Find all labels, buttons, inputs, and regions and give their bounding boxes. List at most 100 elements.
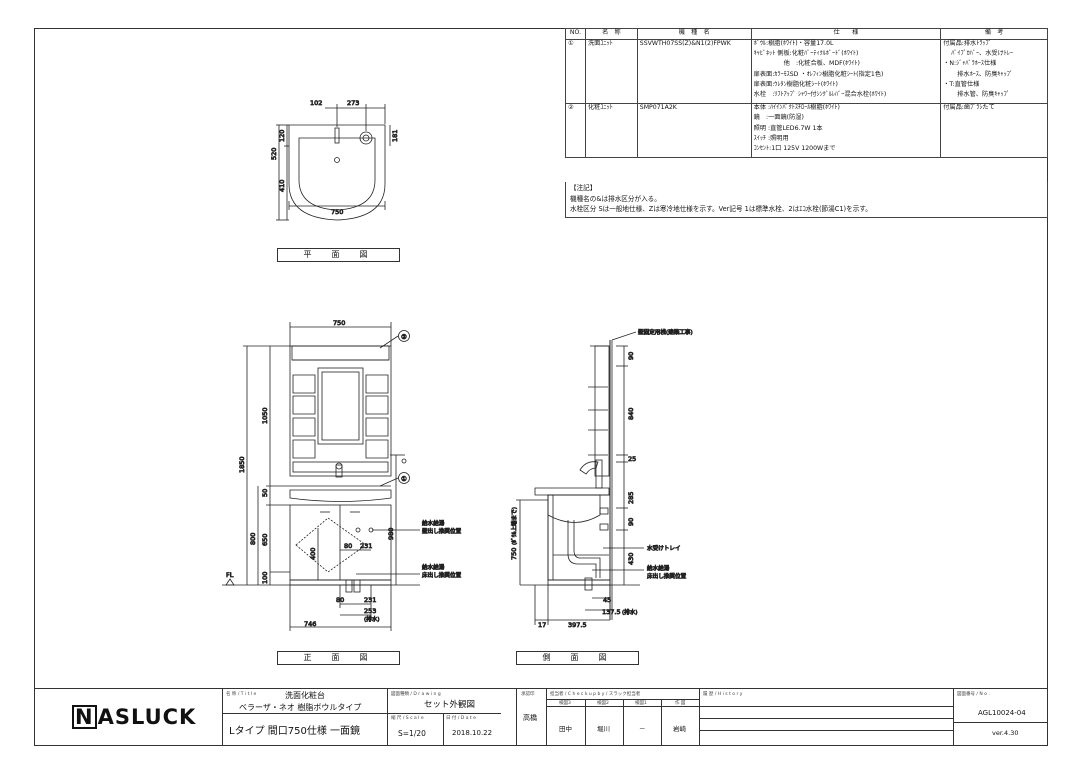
callout-1-label: ①	[401, 475, 407, 483]
check-header: 検図1	[635, 701, 647, 706]
divider	[954, 722, 1048, 723]
front-note-b1: 給水給湯	[422, 563, 445, 571]
spec-no: ①	[565, 38, 586, 105]
side-dim-90: 90	[627, 352, 635, 360]
divider	[388, 713, 501, 714]
front-lower-panel	[292, 461, 389, 473]
history-cell: 履 歴 / H i s t o r y	[699, 689, 953, 746]
scale-value: S=1/20	[398, 729, 426, 738]
front-vanity-cabinet	[289, 504, 392, 581]
spec-line: 水栓 :ﾘﾌﾄｱｯﾌﾟ ｼｬﾜｰ付ｼﾝｸﾞﾙﾚﾊﾞｰ混合水栓(ﾎﾜｲﾄ)	[753, 90, 887, 98]
front-floor-pipe	[345, 579, 353, 593]
front-dim-80: 80	[336, 596, 344, 604]
side-view	[516, 331, 644, 625]
drawing-number-cell: 図面番号 / N o . AGL10024-04 ver.4.30	[953, 689, 1048, 746]
divider	[661, 699, 662, 746]
spec-line: 扉表面:ｶﾗｰﾓｽSD ・ｵﾚﾌｨﾝ樹脂化粧ｼｰﾄ(指定1色)	[753, 70, 884, 78]
front-view	[222, 322, 420, 631]
side-dim-750: 750	[510, 548, 518, 560]
plan-view-label: 平 面 図	[277, 248, 400, 262]
side-door	[547, 494, 554, 581]
front-view-label: 正 面 図	[277, 651, 400, 665]
side-supply-mark	[401, 458, 407, 464]
front-faucet-head	[335, 462, 343, 470]
title-caption: 名 称 / T i t l e	[226, 692, 257, 697]
plan-dim-410: 410	[278, 180, 286, 192]
side-dim-750-note: (ﾎﾞｳﾙ上端まで)	[510, 507, 518, 545]
plan-dim-750: 750	[331, 208, 343, 216]
plan-view	[276, 104, 391, 221]
front-dim-231-inner: 231	[360, 542, 372, 550]
front-dim-80-inner: 80	[344, 542, 352, 550]
date-value: 2018.10.22	[452, 729, 493, 737]
front-dim-980: 980	[387, 528, 395, 540]
drawing-number: AGL10024-04	[978, 709, 1026, 717]
notes-line: 機種名の&は排水区分が入る。	[570, 194, 661, 203]
side-dim-840: 840	[627, 408, 635, 420]
remark-line: ﾊﾟｲﾌﾟｶﾊﾞｰ、水受けﾄﾚｰ	[951, 50, 1014, 58]
front-mirror	[317, 367, 364, 445]
side-dim-25: 25	[628, 455, 636, 463]
remark-line: 排水ﾎｰｽ、防臭ｷｬｯﾌﾟ	[957, 70, 1013, 78]
side-dim-haisui: (排水)	[622, 608, 638, 616]
drawing-caption: 図面種類 / D r a w i n g	[391, 692, 441, 697]
front-supply-left	[355, 527, 361, 533]
version: ver.4.30	[992, 729, 1019, 737]
plan-counter-outline	[288, 124, 386, 221]
remark-line: ・T:直管仕様	[943, 80, 980, 88]
side-dim-90-lower: 90	[627, 518, 635, 526]
title-cell: 名 称 / T i t l e 洗面化粧台 ベラーザ・ネオ 樹脂ボウルタイプ L…	[222, 689, 387, 746]
plan-faucet-head	[359, 131, 373, 145]
side-bowl	[547, 494, 601, 523]
side-note-wall: 壁固定用桟(建築工事)	[638, 328, 693, 336]
front-dim-750: 750	[333, 319, 345, 327]
spec-model: SSVWTH07SS(Z)&N1(2)FPWK	[636, 38, 752, 105]
front-dim-800: 800	[249, 533, 257, 545]
front-plinth	[289, 579, 392, 586]
spec-name: 化粧ﾕﾆｯﾄ	[584, 103, 638, 159]
front-dim-400: 400	[309, 548, 317, 560]
side-dim-397: 397.5	[568, 621, 587, 629]
front-dim-50: 50	[261, 489, 269, 497]
divider	[223, 713, 387, 714]
side-note-w1: 給水給湯	[647, 564, 670, 572]
divider	[700, 730, 953, 731]
front-right-shelves	[365, 374, 389, 459]
spec-row: ① 洗面ﾕﾆｯﾄ SSVWTH07SS(Z)&N1(2)FPWK ﾎﾞｳﾙ:樹脂…	[565, 38, 1048, 105]
remark-line: ・N:ｼﾞｬﾊﾞﾗﾎｰｽ仕様	[943, 60, 997, 68]
front-fl: FL	[226, 571, 234, 579]
approval-caption: 承認印	[521, 692, 535, 697]
side-dim-430: 430	[627, 553, 635, 565]
front-note-a1: 給水給湯	[422, 519, 445, 527]
spec-detail: ﾎﾞｳﾙ:樹脂(ﾎﾜｲﾄ)・容量17.0L ｷｬﾋﾞﾈｯﾄ 側板:化粧ﾊﾟｰﾃｨ…	[750, 38, 942, 105]
leader-line	[379, 335, 399, 349]
divider	[700, 718, 953, 719]
drawing-sheet	[34, 28, 1048, 746]
fl-marker	[225, 578, 235, 586]
front-faucet	[335, 464, 343, 478]
side-supply-wall	[599, 523, 609, 531]
front-dim-1850: 1850	[238, 456, 246, 473]
front-dim-1050: 1050	[261, 407, 269, 424]
spec-line: 他 :化粧合板、MDF(ﾎﾜｲﾄ)	[783, 60, 860, 68]
approval-cell: 承認印 高橋	[516, 689, 546, 746]
spec-header-row: NO. 名 称 機 種 名 仕 様 備 考	[565, 28, 1048, 40]
front-dim-231: 231	[364, 596, 376, 604]
technical-drawing: 102 273 520 120 410 181 750 750 1850 105…	[222, 99, 693, 631]
check-header: 検図3	[559, 701, 571, 706]
leader-line	[611, 331, 637, 341]
scale-box: 縮 尺 / S c a l e S=1/20	[388, 713, 444, 746]
spec-row: ② 化粧ﾕﾆｯﾄ SMP071A2K 本体 :ﾊｲｲﾝﾊﾟｸﾄｽﾁﾛｰﾙ樹脂(ﾎ…	[565, 103, 1048, 159]
front-note-b2: 床出し推奨位置	[422, 571, 462, 579]
front-dim-253: 253	[364, 607, 376, 615]
side-note-tray: 水受けトレイ	[647, 544, 681, 552]
side-dim-285: 285	[627, 492, 635, 504]
notes-heading: 【注記】	[570, 184, 597, 192]
remark-line: 排水管、防臭ｷｬｯﾌﾟ	[957, 90, 1010, 98]
plan-dim-181: 181	[391, 130, 399, 142]
date-caption: 日 付 / D a t e	[446, 716, 476, 721]
front-dim-650: 650	[261, 534, 269, 546]
side-floor-pipe	[584, 577, 593, 591]
plan-faucet-head-inner	[362, 134, 370, 142]
